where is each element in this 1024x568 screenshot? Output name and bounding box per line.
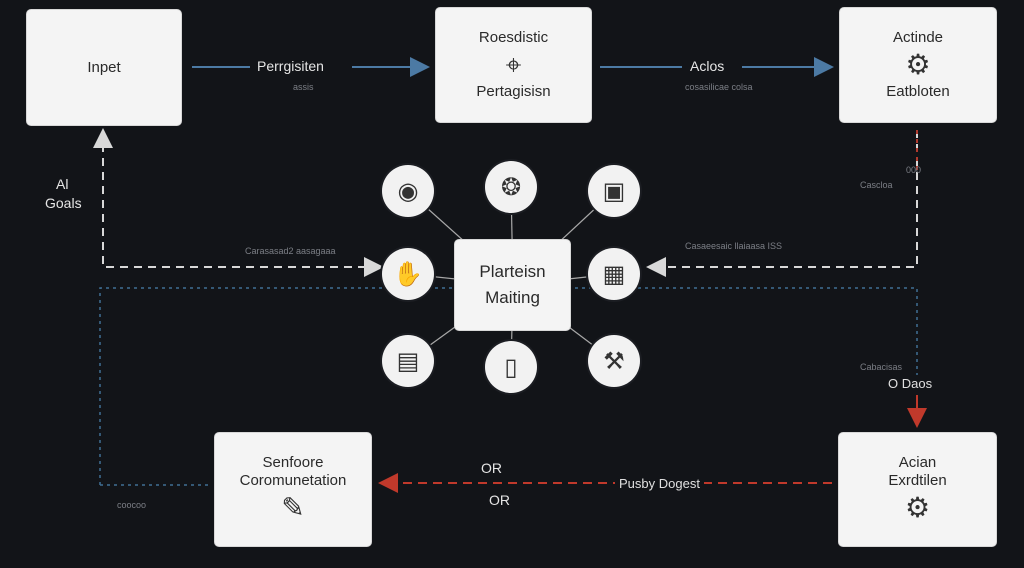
tablet-icon: ▤	[396, 347, 420, 375]
input-box-label: Inpet	[87, 58, 121, 76]
decision-box: Plarteisn Maiting	[455, 240, 570, 330]
perception-box-top-label: Roesdistic	[478, 29, 549, 46]
bottom-left-label: coocoo	[117, 500, 147, 510]
node-chart: ▦	[588, 248, 640, 300]
document-pen-icon: ✎	[281, 491, 305, 523]
right-dashed-label: Casaeesaic llaiaasa ISS	[685, 241, 783, 251]
feedback-box-line1: Senfoore	[262, 453, 324, 471]
action-box: Actinde ⚙ Eatbloten	[840, 8, 996, 122]
decision-box-line2: Maiting	[485, 288, 540, 307]
perception-box: Roesdistic ⌖ Pertagisisn	[436, 8, 591, 122]
input-box: Inpet	[27, 10, 181, 125]
node-battery: ▯	[485, 341, 537, 393]
node-brain: ❂	[485, 161, 537, 213]
mid-top-or-label: OR	[481, 460, 502, 476]
node-camera: ◉	[382, 165, 434, 217]
camera-icon: ◉	[397, 177, 419, 205]
execution-box-line1: Acian	[898, 453, 937, 471]
arrow-goals-loop	[93, 128, 380, 268]
chart-icon: ▦	[602, 260, 626, 288]
bottom-arrow-label: Pusby Dogest	[615, 476, 704, 491]
node-monitor: ▣	[588, 165, 640, 217]
right-top-label-2: Cascloa	[860, 180, 893, 190]
node-tool: ⚒	[588, 335, 640, 387]
right-lower-label-2: O Daos	[888, 376, 933, 391]
robot-arm-icon: ⚙	[905, 49, 931, 80]
execution-box-line2: Exrdtilen	[888, 471, 947, 489]
feedback-box-line2: Coromunetation	[239, 471, 347, 489]
dotted-loop	[99, 287, 918, 485]
camera-rig-icon: ⌖	[505, 49, 522, 80]
decision-box-line1: Plarteisn	[479, 261, 546, 281]
execution-box: Acian Exrdtilen ⚙	[839, 433, 996, 546]
action-arrow-label: Aclos	[690, 58, 725, 74]
perception-box-bottom-label: Pertagisisn	[476, 83, 551, 100]
action-box-top-label: Actinde	[892, 29, 944, 46]
left-dashed-label: Carasasad2 aasagaaa	[245, 246, 336, 256]
brain-icon: ❂	[500, 173, 522, 201]
mid-bottom-or-label: OR	[489, 492, 510, 508]
perception-arrow-label: Perrgisiten	[257, 58, 324, 74]
perception-arrow-sublabel: assis	[293, 82, 314, 92]
battery-icon: ▯	[504, 353, 518, 381]
robot-icon: ⚙	[904, 491, 931, 523]
right-top-label-1: 000	[906, 165, 922, 175]
action-box-bottom-label: Eatbloten	[886, 83, 950, 100]
node-tablet: ▤	[382, 335, 434, 387]
feedback-box: Senfoore Coromunetation ✎	[215, 433, 371, 546]
hand-icon: ✋	[393, 260, 423, 288]
goals-label-line2: Goals	[45, 195, 82, 211]
monitor-icon: ▣	[602, 177, 626, 205]
goals-label-line1: Al	[56, 176, 69, 192]
right-lower-label-1: Cabacisas	[860, 362, 903, 372]
arrow-action-to-decision	[646, 130, 918, 277]
tool-icon: ⚒	[603, 347, 625, 375]
action-arrow-sublabel: cosasilicae colsa	[685, 82, 753, 92]
node-hand: ✋	[382, 248, 434, 300]
